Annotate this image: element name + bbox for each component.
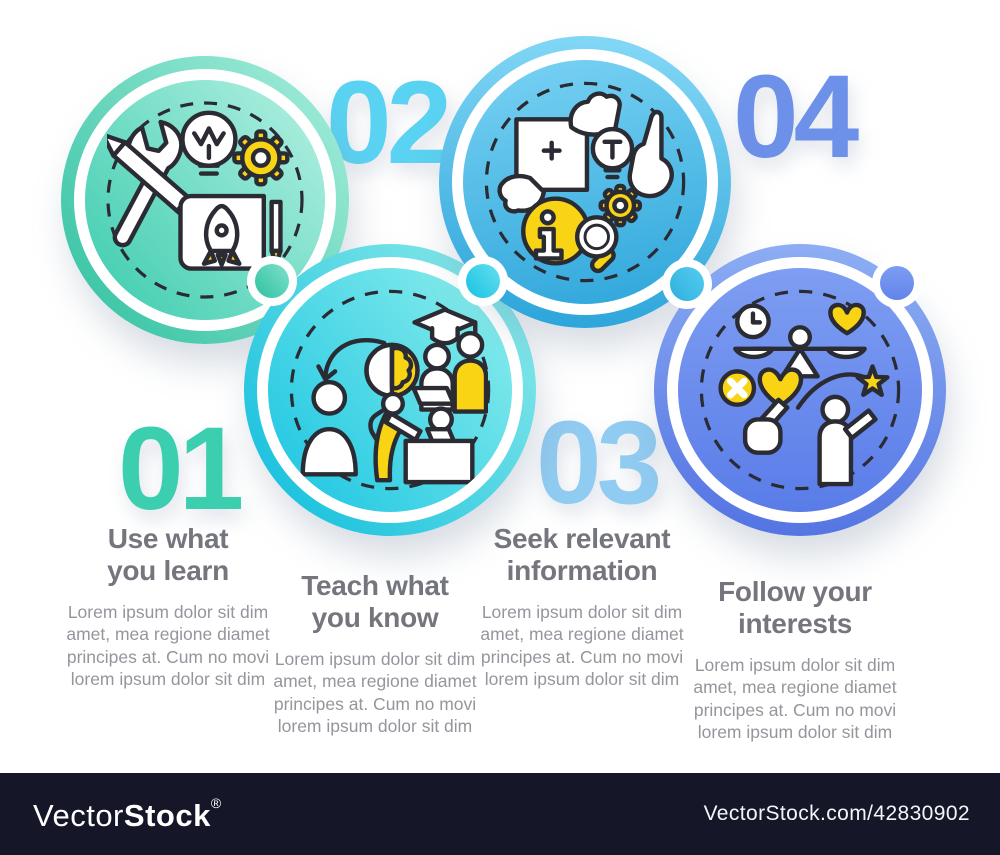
connector-dot-1 xyxy=(247,256,297,306)
step3-title: Seek relevant information xyxy=(493,523,671,586)
dashed-ring xyxy=(699,289,901,491)
step1-description: Lorem ipsum dolor sit dim amet, mea regi… xyxy=(66,602,270,689)
connector-dot-4 xyxy=(872,258,922,308)
step2-description: Lorem ipsum dolor sit dim amet, mea regi… xyxy=(273,649,477,736)
vectorstock-logo: VectorStock® xyxy=(33,795,222,834)
step-number-03: 03 xyxy=(536,397,662,529)
step3-text-block: Seek relevant information Lorem ipsum do… xyxy=(472,523,692,690)
tools-blueprint-icon xyxy=(107,110,290,271)
step4-circle-white-ring xyxy=(667,257,933,523)
connector-dot-3 xyxy=(662,259,712,309)
step-number-01: 01 xyxy=(118,403,244,535)
step1-text-block: Use what you learn Lorem ipsum dolor sit… xyxy=(58,523,278,690)
step-number-02: 02 xyxy=(326,57,452,189)
mentor-students-icon xyxy=(300,307,488,485)
step3-description: Lorem ipsum dolor sit dim amet, mea regi… xyxy=(480,602,684,689)
step4-description: Lorem ipsum dolor sit dim amet, mea regi… xyxy=(693,655,897,742)
logo-bold-part: Stock xyxy=(123,797,211,833)
step4-title: Follow your interests xyxy=(718,576,872,639)
connector-dot-core xyxy=(670,267,704,301)
step2-circle-white-ring xyxy=(257,257,523,523)
step1-circle-disc xyxy=(85,80,325,320)
registered-mark: ® xyxy=(210,794,222,811)
step1-circle-white-ring xyxy=(74,69,336,331)
watermark-bar: VectorStock® VectorStock.com/42830902 xyxy=(0,773,1000,855)
step3-circle-white-ring xyxy=(452,49,718,315)
watermark-url: VectorStock.com/42830902 xyxy=(703,802,970,825)
step-number-04: 04 xyxy=(733,51,859,183)
step2-title: Teach what you know xyxy=(301,570,449,633)
logo-light-part: Vector xyxy=(33,797,124,833)
step2-circle-disc xyxy=(268,268,512,512)
step2-text-block: Teach what you know Lorem ipsum dolor si… xyxy=(265,570,485,737)
step4-text-block: Follow your interests Lorem ipsum dolor … xyxy=(685,576,905,743)
connector-dot-2 xyxy=(458,256,508,306)
step1-circle xyxy=(61,56,349,344)
connector-dot-core xyxy=(880,266,914,300)
balance-hearts-star-icon xyxy=(718,302,890,487)
dashed-ring xyxy=(484,81,686,283)
step3-circle-disc xyxy=(463,60,707,304)
dashed-ring xyxy=(106,101,304,299)
connector-dot-core xyxy=(466,264,500,298)
step4-circle-disc xyxy=(678,268,922,512)
step1-title: Use what you learn xyxy=(107,523,229,586)
connector-dot-core xyxy=(255,264,289,298)
frame-info-search-icon xyxy=(497,91,674,274)
dashed-ring xyxy=(289,289,491,491)
